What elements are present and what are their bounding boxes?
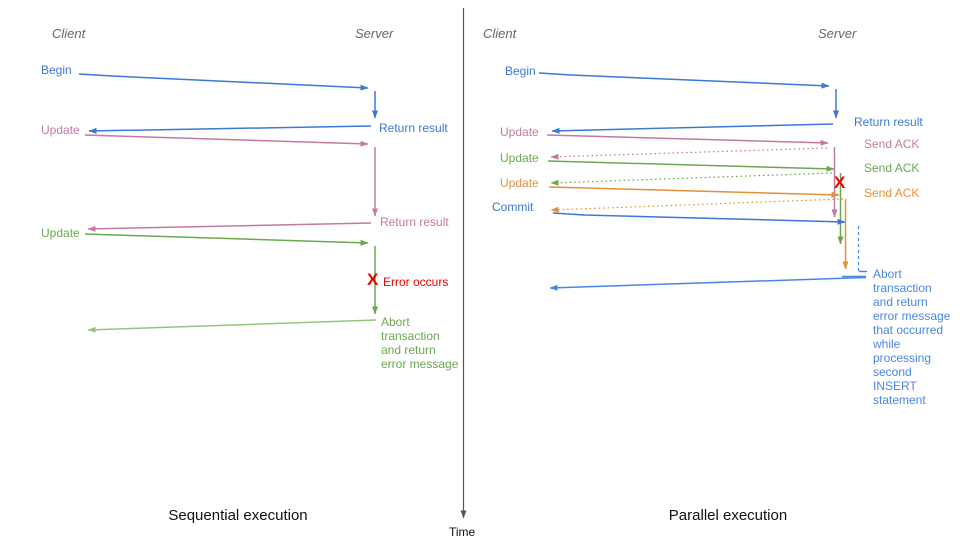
par-send-ack-1-label: Send ACK [864,137,920,151]
seq-begin-label: Begin [41,63,72,77]
par-update2-request-line [547,160,835,172]
par-update-2-label: Update [500,151,539,165]
seq-abort-message: Abort transaction and return error messa… [381,315,459,371]
par-update-1-label: Update [500,125,539,139]
par-update-3-label: Update [500,176,539,190]
seq-return-result-1-label: Return result [379,121,448,135]
seq-error-x-icon: X [367,270,379,289]
par-begin-label: Begin [505,64,536,78]
seq-return-result-2-label: Return result [380,215,449,229]
seq-return-result-1-line [88,125,372,134]
par-commit-request-line [552,212,846,225]
par-update1-request-line [546,134,829,146]
seq-abort-return-line [87,319,377,333]
seq-update-1-label: Update [41,123,80,137]
par-abort-message: Abort transaction and return error messa… [873,267,951,407]
par-return-result-label: Return result [854,115,923,129]
par-abort-return-line [549,276,867,291]
par-return-result-line [551,123,834,134]
par-ack3-line [550,198,844,213]
seq-caption: Sequential execution [168,507,308,524]
par-ack1-line [550,147,828,160]
seq-update-2-label: Update [41,226,80,240]
par-update3-request-line [548,186,840,198]
par-send-ack-3-label: Send ACK [864,186,920,200]
seq-return-result-2-line [87,222,372,232]
seq-begin-request-line [78,73,369,91]
par-commit-label: Commit [492,200,534,214]
seq-update-request-line [84,134,369,147]
par-client-header: Client [483,26,517,41]
par-caption: Parallel execution [668,507,788,524]
seq-server-header: Server [355,26,394,41]
time-axis-label: Time [449,525,476,539]
seq-client-header: Client [52,26,86,41]
seq-update2-request-line [84,233,369,246]
par-ack2-line [550,172,833,186]
par-send-ack-2-label: Send ACK [864,161,920,175]
par-server-header: Server [818,26,857,41]
seq-error-occurs-label: Error occurs [383,275,449,289]
par-error-x-icon: X [834,173,846,192]
par-begin-request-line [538,72,830,89]
